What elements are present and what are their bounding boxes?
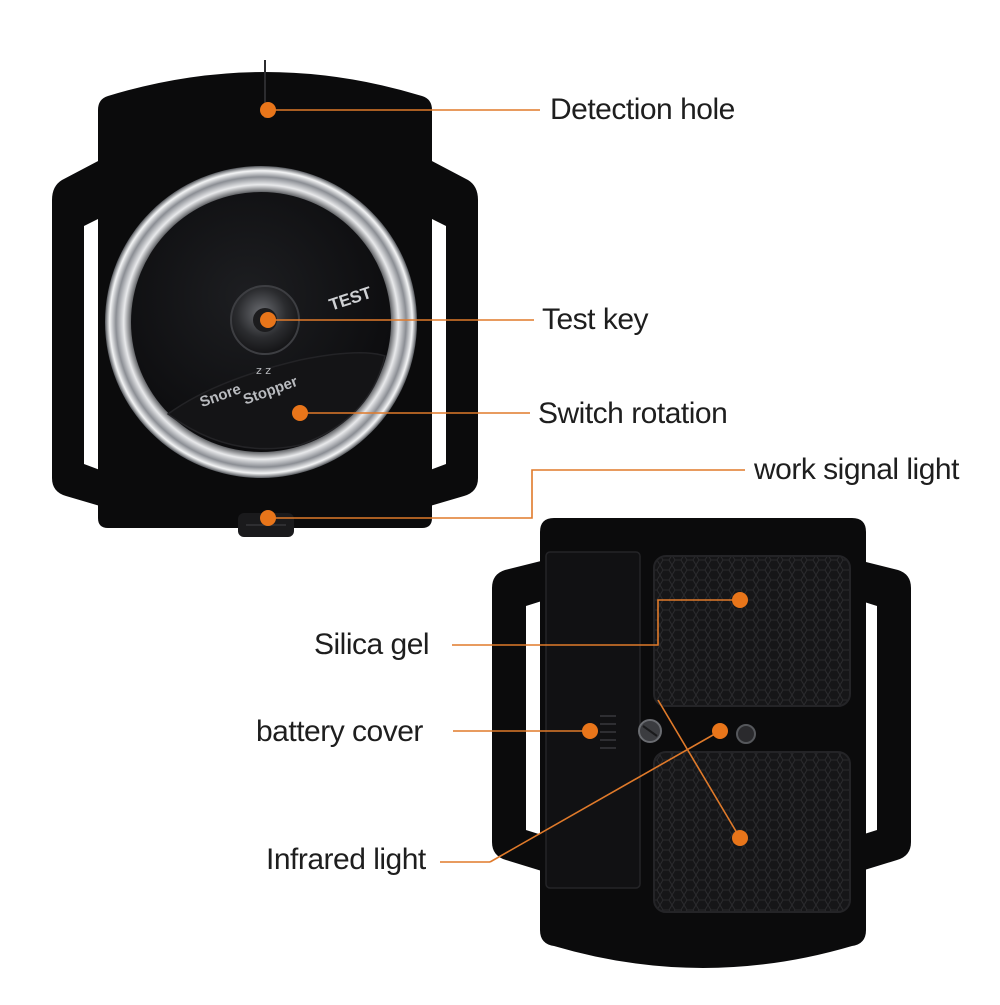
silica-gel-pad-bottom <box>653 751 851 913</box>
label-test-key: Test key <box>542 303 649 336</box>
battery-cover-grip <box>600 715 616 749</box>
front-right-strap <box>430 160 478 506</box>
brand-zz-mark: z z <box>256 364 271 377</box>
leader-infrared-light <box>489 730 721 863</box>
dot-work-signal <box>260 510 276 526</box>
label-switch-rotation: Switch rotation <box>538 397 728 430</box>
leader-silica-gel <box>452 599 740 646</box>
front-left-strap <box>52 160 100 506</box>
battery-cover <box>545 551 641 889</box>
dot-infrared-light <box>712 723 728 739</box>
infrared-light <box>736 724 756 744</box>
back-left-strap <box>492 560 545 872</box>
back-device <box>492 518 911 968</box>
label-battery-cover: battery cover <box>256 715 423 748</box>
label-silica-gel: Silica gel <box>314 628 430 661</box>
dot-switch-rotation <box>292 405 308 421</box>
dot-silica-gel-top <box>732 592 748 608</box>
label-work-signal-light: work signal light <box>754 453 959 486</box>
leader-work-signal <box>268 469 745 519</box>
silica-gel-pad-top <box>653 555 851 707</box>
dot-test-key <box>260 312 276 328</box>
leader-lines <box>268 109 745 863</box>
rotation-switch <box>166 352 386 450</box>
dot-detection-hole <box>260 102 276 118</box>
dot-battery-cover <box>582 723 598 739</box>
marker-dots <box>260 102 748 846</box>
dot-silica-gel-bottom <box>732 830 748 846</box>
front-device: TEST Snore Stopper z z <box>52 60 478 537</box>
back-right-strap <box>858 560 911 872</box>
label-infrared-light: Infrared light <box>266 843 426 876</box>
label-detection-hole: Detection hole <box>550 93 735 126</box>
leader-silica-gel-branch <box>657 699 741 839</box>
